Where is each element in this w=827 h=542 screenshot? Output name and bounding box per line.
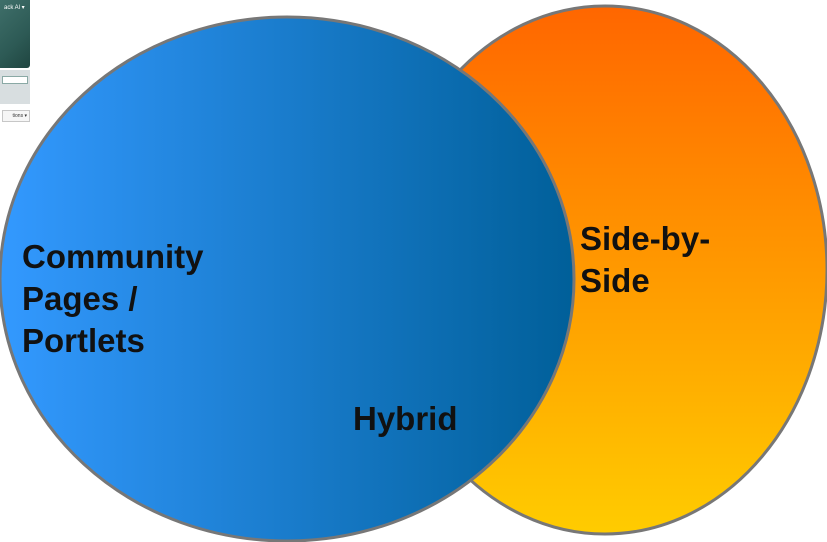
left-label-line-1: Community	[22, 238, 204, 275]
overlap-label: Hybrid	[353, 400, 458, 437]
right-label-line-2: Side	[580, 262, 650, 299]
left-label-line-2: Pages /	[22, 280, 138, 317]
right-circle-label: Side-by- Side	[580, 218, 780, 302]
thumbnail-input	[2, 76, 28, 84]
left-label-line-3: Portlets	[22, 322, 145, 359]
left-circle-label: Community Pages / Portlets	[22, 236, 282, 362]
left-circle	[0, 15, 576, 542]
thumbnail-header: ack Al ▾	[0, 0, 30, 68]
right-label-line-1: Side-by-	[580, 220, 711, 257]
embedded-screenshot-thumbnail: ack Al ▾ tions ▾	[0, 0, 32, 128]
thumbnail-option-button: tions ▾	[2, 110, 30, 122]
thumbnail-header-text: ack Al ▾	[4, 5, 25, 11]
thumbnail-band	[0, 70, 30, 104]
